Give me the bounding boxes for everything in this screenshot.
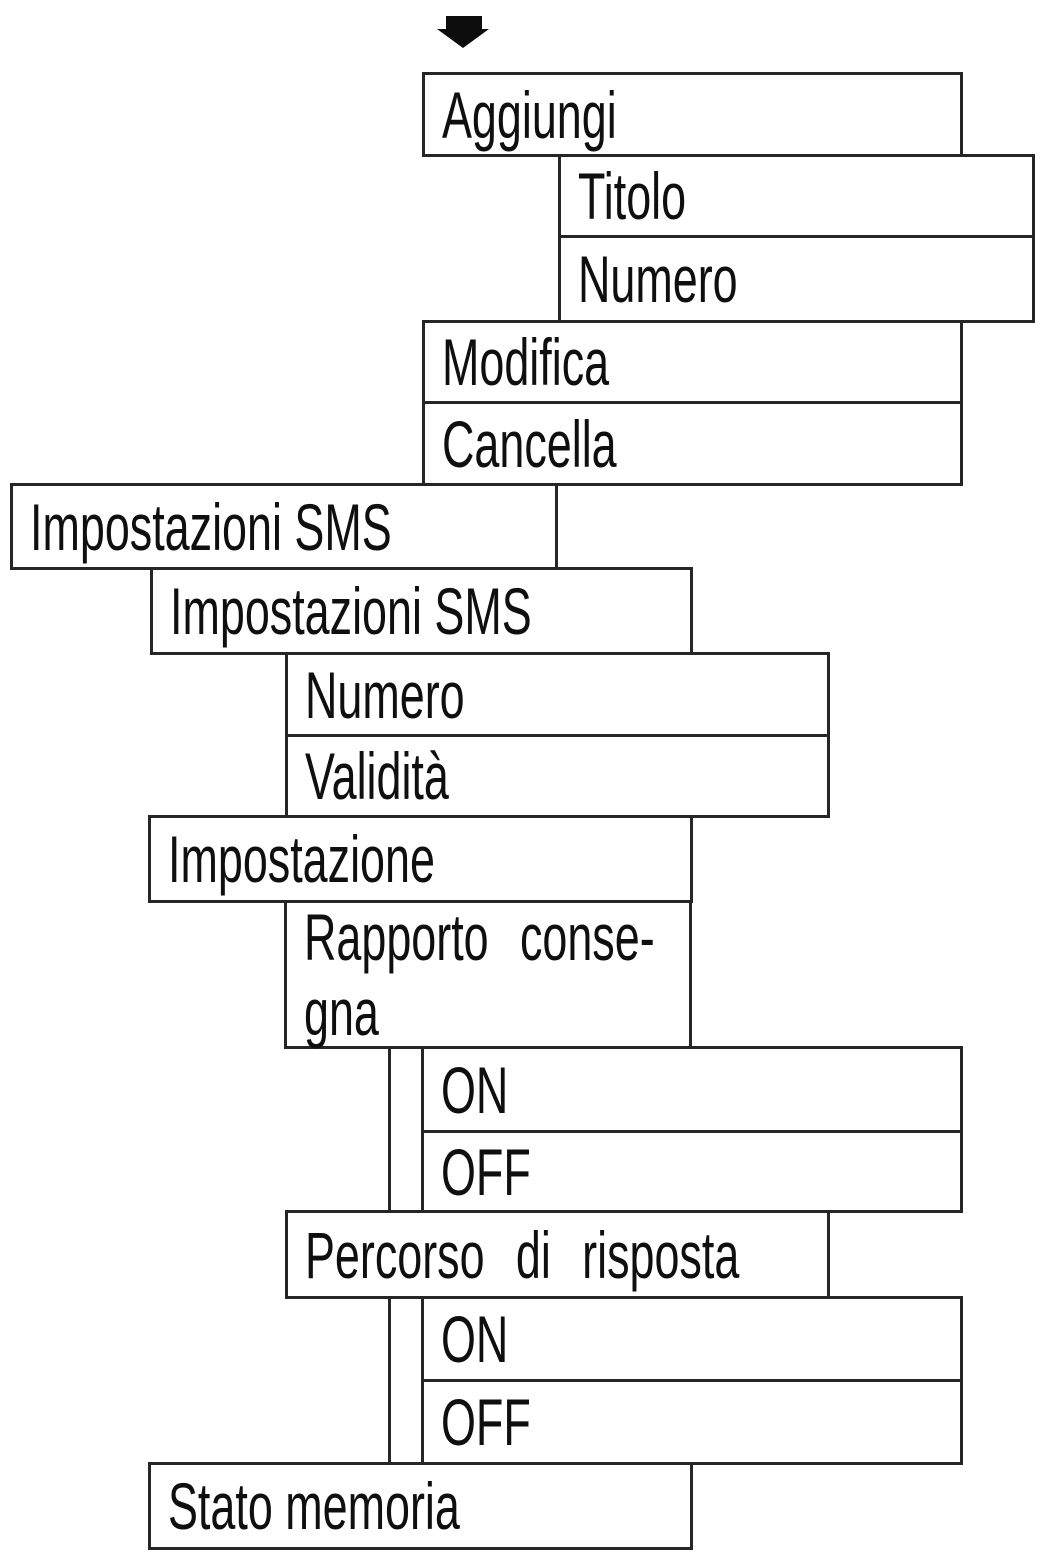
menu-label-numero-rubrica: Numero <box>578 242 738 316</box>
menu-box-impostazioni-sms-1: Impostazioni SMS <box>10 483 558 570</box>
connector-line-percorso-group <box>388 1296 391 1465</box>
menu-box-titolo: Titolo <box>558 154 1035 238</box>
menu-box-aggiungi: Aggiungi <box>422 72 963 157</box>
menu-label-impostazioni-sms-1: Impostazioni SMS <box>30 489 392 564</box>
connector-line-rapporto-group <box>388 1046 391 1213</box>
menu-box-modifica: Modifica <box>422 320 963 404</box>
menu-box-rapporto-off: OFF <box>421 1130 963 1213</box>
menu-box-percorso-off: OFF <box>421 1379 963 1465</box>
menu-label-aggiungi: Aggiungi <box>442 77 617 152</box>
menu-box-percorso-on: ON <box>421 1296 963 1382</box>
down-arrow-icon <box>446 16 482 30</box>
menu-box-impostazioni-sms-2: Impostazioni SMS <box>150 567 693 655</box>
menu-label-percorso-on: ON <box>441 1302 509 1376</box>
menu-box-stato-memoria: Stato memoria <box>148 1462 693 1550</box>
menu-label-rapporto-off: OFF <box>441 1134 531 1209</box>
menu-label-impostazione: Impostazione <box>168 822 435 896</box>
down-arrow-icon-head <box>437 29 489 48</box>
menu-box-percorso-di-risposta: Percorso di risposta <box>285 1210 830 1299</box>
menu-label-percorso-di-risposta: Percorso di risposta <box>305 1217 740 1292</box>
menu-label-stato-memoria: Stato memoria <box>168 1469 460 1543</box>
menu-box-cancella: Cancella <box>422 401 963 486</box>
menu-label-percorso-off: OFF <box>441 1385 531 1459</box>
menu-label-rapporto-on: ON <box>441 1052 509 1127</box>
menu-label-cancella: Cancella <box>442 406 617 481</box>
menu-box-numero-rubrica: Numero <box>558 235 1035 323</box>
menu-label-rapporto-consegna-line2: gna <box>304 974 379 1049</box>
menu-box-validita: Validità <box>285 734 830 818</box>
menu-label-modifica: Modifica <box>442 325 610 399</box>
menu-box-impostazione: Impostazione <box>148 815 693 903</box>
menu-label-titolo: Titolo <box>578 159 687 233</box>
menu-label-validita: Validità <box>305 739 449 813</box>
menu-label-rapporto-consegna-line1: Rapporto conse- <box>304 899 655 974</box>
menu-box-numero-sms: Numero <box>285 652 830 737</box>
menu-label-numero-sms: Numero <box>305 657 465 732</box>
menu-box-rapporto-on: ON <box>421 1046 963 1133</box>
menu-box-rapporto-consegna: Rapporto conse- gna <box>284 900 692 1049</box>
menu-label-impostazioni-sms-2: Impostazioni SMS <box>170 574 532 648</box>
